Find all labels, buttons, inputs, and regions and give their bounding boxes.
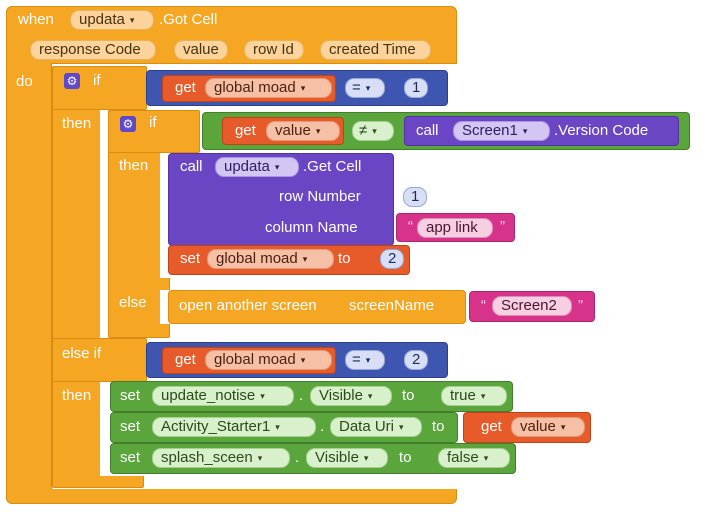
outer-if-label: if (93, 72, 101, 89)
update-notise-dropdown[interactable]: update_notise▾ (152, 386, 294, 406)
event-name-label: .Got Cell (159, 11, 218, 28)
set-label: set (120, 449, 141, 466)
column-name-value[interactable]: app link (417, 218, 493, 238)
set-label: set (120, 387, 141, 404)
inner-then-label: then (119, 157, 149, 174)
dropdown-arrow-icon: ▾ (399, 422, 404, 432)
outer-then-label: then (62, 115, 92, 132)
true-dropdown[interactable]: true▾ (441, 386, 507, 406)
row-number-label: row Number (279, 188, 361, 205)
dot-label: . (320, 418, 325, 435)
param-created-time[interactable]: created Time (320, 40, 431, 60)
screen-name-value[interactable]: Screen2 (492, 296, 572, 316)
false-dropdown[interactable]: false▾ (438, 448, 510, 468)
screen-name-label: screenName (349, 297, 435, 314)
get-label: get (175, 351, 196, 368)
data-uri-property-dropdown[interactable]: Data Uri▾ (330, 417, 422, 437)
dropdown-arrow-icon: ▾ (274, 162, 280, 172)
dropdown-arrow-icon: ▾ (365, 83, 371, 93)
event-block-footer (6, 489, 457, 504)
open-another-screen-block[interactable] (168, 290, 466, 324)
get-cell-label: .Get Cell (303, 158, 362, 175)
param-response-code[interactable]: response Code (30, 40, 156, 60)
get-label: get (175, 79, 196, 96)
do-label: do (16, 73, 33, 90)
dropdown-arrow-icon: ▾ (300, 355, 306, 365)
gear-icon[interactable]: ⚙ (64, 73, 80, 89)
splash-sceen-dropdown[interactable]: splash_sceen▾ (152, 448, 290, 468)
dropdown-arrow-icon: ▾ (560, 422, 566, 432)
when-label: when (18, 11, 54, 28)
screen1-dropdown[interactable]: Screen1▾ (453, 121, 550, 141)
gear-icon[interactable]: ⚙ (120, 116, 136, 132)
to-label: to (399, 449, 412, 466)
number-2-block[interactable]: 2 (380, 249, 404, 269)
global-moad-dropdown[interactable]: global moad▾ (205, 78, 332, 98)
dot-label: . (299, 387, 304, 404)
outer-then2-label: then (62, 387, 92, 404)
quote-open-icon: “ (408, 218, 413, 235)
dropdown-arrow-icon: ▾ (315, 126, 321, 136)
call-label: call (180, 158, 203, 175)
version-code-label: .Version Code (554, 122, 649, 139)
param-row-id[interactable]: row Id (244, 40, 304, 60)
event-block-do-arm (6, 63, 52, 490)
dropdown-arrow-icon: ▾ (129, 15, 135, 25)
param-value[interactable]: value (174, 40, 228, 60)
to-label: to (432, 418, 445, 435)
quote-close-icon: ” (578, 297, 583, 314)
global-moad-dropdown[interactable]: global moad▾ (205, 350, 332, 370)
quote-open-icon: “ (481, 297, 486, 314)
updata-dropdown[interactable]: updata▾ (215, 157, 299, 177)
event-component-dropdown[interactable]: updata▾ (70, 10, 154, 30)
dropdown-arrow-icon: ▾ (367, 391, 373, 401)
dropdown-arrow-icon: ▾ (300, 83, 306, 93)
dropdown-arrow-icon: ▾ (275, 422, 280, 432)
to-label: to (338, 250, 351, 267)
dropdown-arrow-icon: ▾ (480, 391, 486, 401)
dropdown-arrow-icon: ▾ (257, 453, 263, 463)
dropdown-arrow-icon: ▾ (522, 126, 528, 136)
row-number-value[interactable]: 1 (403, 187, 427, 207)
number-1-block[interactable]: 1 (404, 78, 428, 98)
column-name-label: column Name (265, 219, 358, 236)
visible-property-dropdown[interactable]: Visible▾ (306, 448, 388, 468)
global-moad-dropdown[interactable]: global moad▾ (207, 249, 334, 269)
dropdown-arrow-icon: ▾ (302, 254, 308, 264)
dot-label: . (295, 449, 300, 466)
dropdown-arrow-icon: ▾ (365, 355, 371, 365)
inner-if-label: if (149, 114, 157, 131)
dropdown-arrow-icon: ▾ (372, 126, 377, 136)
dropdown-arrow-icon: ▾ (260, 391, 265, 401)
value-dropdown[interactable]: value▾ (511, 417, 585, 437)
inner-else-label: else (119, 294, 147, 311)
equals-operator-dropdown[interactable]: =▾ (345, 350, 385, 370)
set-label: set (180, 250, 201, 267)
visible-property-dropdown[interactable]: Visible▾ (310, 386, 392, 406)
activity-starter1-dropdown[interactable]: Activity_Starter1▾ (152, 417, 316, 437)
get-label: get (481, 418, 502, 435)
number-2-compare-block[interactable]: 2 (404, 350, 428, 370)
outer-else-if-label: else if (62, 345, 102, 362)
dropdown-arrow-icon: ▾ (483, 453, 489, 463)
dropdown-arrow-icon: ▾ (363, 453, 369, 463)
open-another-screen-label: open another screen (179, 297, 317, 314)
set-label: set (120, 418, 141, 435)
value-dropdown[interactable]: value▾ (266, 121, 340, 141)
to-label: to (402, 387, 415, 404)
get-label: get (235, 122, 256, 139)
quote-close-icon: ” (500, 218, 505, 235)
equals-operator-dropdown[interactable]: =▾ (345, 78, 385, 98)
call-label: call (416, 122, 439, 139)
not-equal-operator-dropdown[interactable]: ≠▾ (352, 121, 394, 141)
